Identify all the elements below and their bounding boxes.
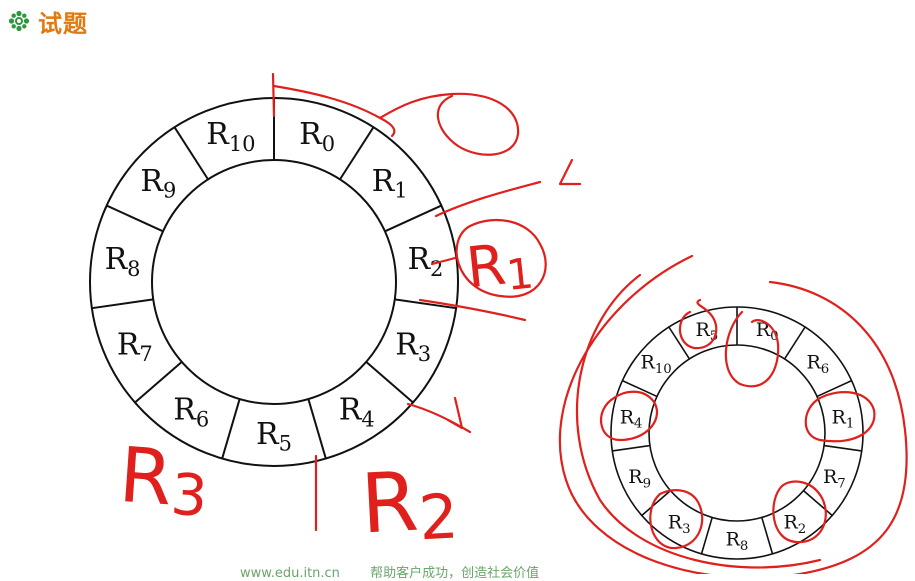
small-ring-divider (612, 444, 651, 452)
small-ring-slot-label: R8 (726, 529, 749, 554)
handwritten-r3: R3 (116, 430, 211, 530)
small-ring-divider (622, 379, 658, 398)
annotation-vertical-top (271, 72, 276, 118)
small-ring-slot-label: R4 (620, 406, 643, 431)
small-ring-divider (700, 517, 713, 555)
small-ring-divider (668, 326, 691, 360)
annotation-circle-r1 (455, 218, 547, 298)
annotation-circle-r4 (599, 390, 659, 442)
page-title: 试题 (38, 9, 88, 38)
small-ring-slot-label: R9 (628, 466, 651, 491)
footer: www.edu.itn.cn 帮助客户成功，创造社会价值 (240, 562, 565, 581)
annotation-arrowhead-r1 (558, 158, 582, 186)
large-ring-divider (394, 298, 457, 310)
header: 试题 (8, 4, 88, 38)
large-ring-divider (134, 361, 183, 404)
annotation-line-r2 (430, 256, 457, 266)
annotation-line-r3 (418, 298, 527, 322)
annotation-swirl-top-2 (378, 116, 396, 138)
large-ring-divider (173, 126, 209, 180)
annotation-enclosure (558, 254, 908, 574)
small-ring-slot-label: R3 (668, 512, 691, 537)
large-ring-slot-label: R4 (339, 393, 375, 432)
large-ring-divider (106, 204, 164, 233)
annotation-swirl-top (272, 84, 520, 156)
large-ring-inner-circle (151, 159, 397, 405)
small-ring-slot-label: R7 (823, 466, 846, 491)
small-ring-divider (802, 490, 833, 517)
annotation-circle-r5 (678, 298, 718, 350)
annotation-enclosure-2 (575, 273, 822, 569)
small-ring-divider (641, 490, 672, 517)
small-ring-divider (816, 379, 852, 398)
large-ring-slot-label: R1 (372, 164, 408, 203)
annotation-circle-r0 (724, 310, 780, 388)
annotation-arrow-r4 (406, 402, 472, 434)
large-ring-divider (365, 361, 414, 404)
gear-flower-icon (8, 10, 30, 32)
annotation-arrow-r1 (434, 180, 542, 218)
small-ring-divider (783, 326, 806, 360)
handwritten-annotations (271, 72, 908, 574)
large-ring-slot-label: R10 (206, 117, 255, 156)
large-ring-slot-label: R9 (140, 164, 176, 203)
small-ring-slot-label: R6 (806, 352, 829, 377)
large-ring-divider (221, 398, 241, 459)
annotation-circle-r2 (772, 480, 827, 544)
large-ring-slot-label: R7 (117, 328, 153, 367)
handwritten-r1: R1 (463, 230, 535, 304)
large-ring-divider (384, 204, 442, 233)
large-ring-slot-label: R3 (395, 328, 431, 367)
small-ring-divider (761, 517, 774, 555)
small-ring-divider (823, 444, 862, 452)
small-ring-slot-label: R10 (641, 352, 672, 377)
large-ring-divider (307, 398, 327, 459)
large-ring-slot-label: R5 (256, 417, 292, 456)
annotation-circle-r3 (649, 489, 704, 550)
handwritten-r2: R2 (359, 453, 460, 558)
annotation-circle-r1 (804, 391, 876, 443)
large-ring-slot-label: R8 (105, 242, 141, 281)
large-ring-slot-label: R0 (299, 117, 335, 156)
small-ring-inner-circle (648, 344, 826, 522)
annotation-arrowhead-r4 (446, 396, 464, 430)
large-ring-divider (339, 126, 375, 180)
large-ring-slot-label: R6 (173, 393, 209, 432)
small-ring-slot-label: R1 (832, 406, 855, 431)
large-ring-divider (91, 298, 154, 310)
small-ring-slot-label: R2 (783, 512, 806, 537)
